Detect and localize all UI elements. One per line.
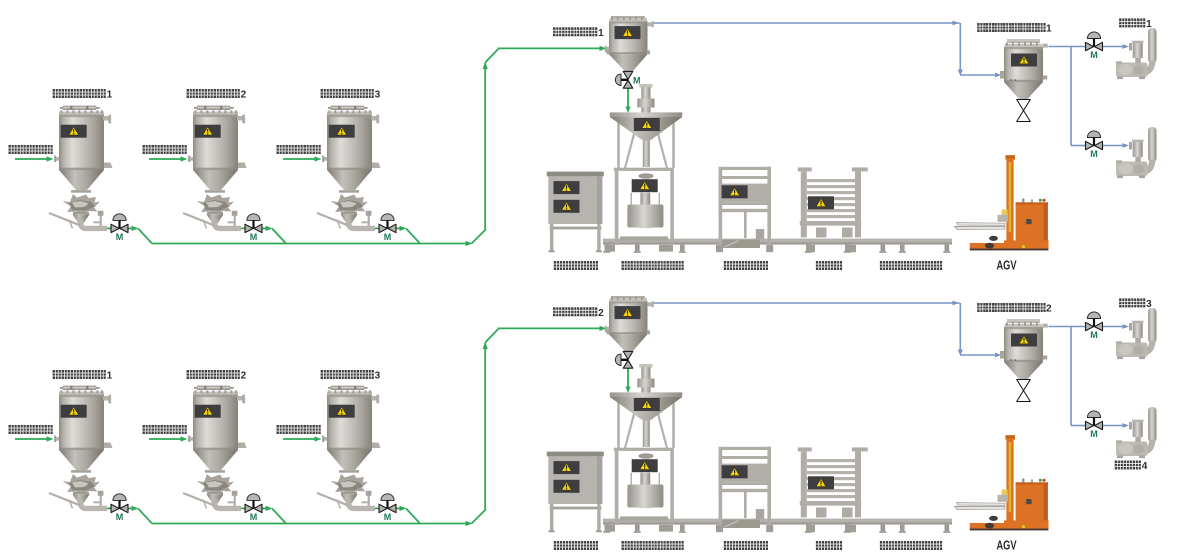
svg-text:1: 1 bbox=[107, 371, 113, 382]
svg-text:3: 3 bbox=[1146, 299, 1152, 310]
svg-text:2: 2 bbox=[1046, 304, 1052, 315]
svg-text:1: 1 bbox=[1046, 24, 1052, 35]
svg-text:2: 2 bbox=[598, 308, 604, 319]
svg-text:AGV: AGV bbox=[997, 259, 1017, 273]
svg-text:2: 2 bbox=[241, 371, 247, 382]
svg-text:1: 1 bbox=[1146, 19, 1152, 30]
svg-text:3: 3 bbox=[375, 371, 381, 382]
svg-text:2: 2 bbox=[241, 90, 247, 101]
svg-text:1: 1 bbox=[598, 28, 604, 39]
svg-text:AGV: AGV bbox=[997, 539, 1017, 553]
svg-text:1: 1 bbox=[107, 90, 113, 101]
svg-text:M: M bbox=[633, 75, 641, 85]
svg-text:3: 3 bbox=[375, 90, 381, 101]
svg-text:4: 4 bbox=[1142, 461, 1148, 472]
